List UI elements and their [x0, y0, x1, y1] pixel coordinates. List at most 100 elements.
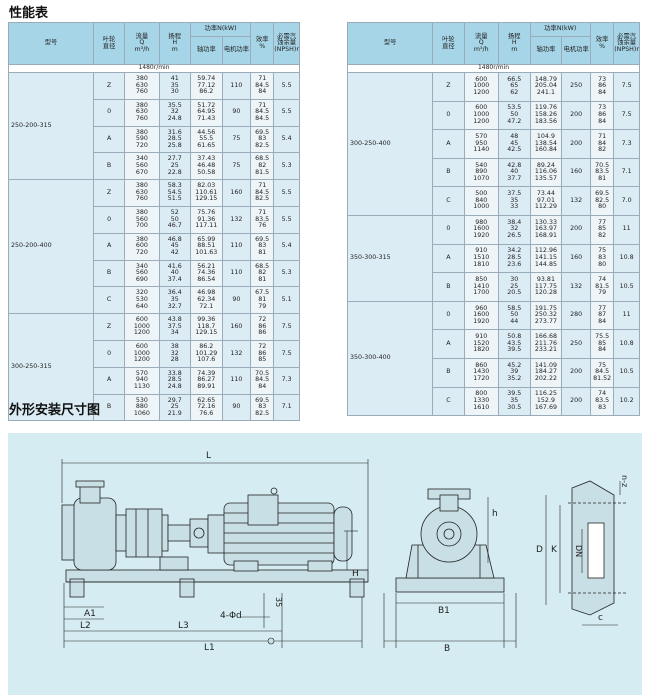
model-cell: 300-250-315: [8, 313, 94, 422]
npsh-cell: 5.4: [273, 125, 300, 154]
speed-row: 1480r/min: [8, 64, 300, 73]
model-cell: 250-200-315: [8, 71, 94, 181]
th-efficiency: 效率%: [250, 22, 275, 65]
motor-power-cell: 132: [561, 186, 591, 216]
model-cell: 250-200-400: [8, 179, 94, 315]
th-impeller: 叶轮直径: [432, 22, 465, 65]
dim-H: H: [352, 569, 359, 579]
dim-B: B: [444, 644, 451, 654]
npsh-cell: 10.8: [613, 329, 640, 359]
npsh-cell: 5.5: [273, 205, 300, 234]
npsh-cell: 7.5: [613, 72, 640, 102]
npsh-cell: 7.5: [273, 313, 300, 341]
npsh-cell: 10.5: [613, 272, 640, 302]
impeller-cell: Z: [92, 179, 126, 207]
th-model: 型号: [346, 22, 434, 65]
motor-power-cell: 280: [561, 300, 591, 331]
installation-drawing-title: 外形安装尺寸图: [9, 403, 101, 418]
installation-dimension-drawing: L H A1 L2 L3 L1 4-Φd 35 h n-z D K DN B1 …: [8, 433, 642, 695]
th-npsh: 必需汽蚀余量(NPSH)r: [613, 22, 640, 65]
dim-35: 35: [274, 597, 283, 608]
th-motor-power: 电机功率: [561, 36, 591, 65]
motor-power-cell: 132: [561, 272, 591, 302]
npsh-cell: 7.5: [613, 100, 640, 131]
model-cell: 350-300-400: [346, 300, 434, 417]
impeller-cell: A: [92, 366, 126, 395]
motor-power-cell: 110: [221, 366, 252, 395]
flange-section-view: [545, 480, 628, 626]
pump-front-view: [383, 488, 517, 648]
npsh-cell: 7.0: [613, 186, 640, 216]
motor-power-cell: 75: [221, 152, 252, 181]
motor-power-cell: 200: [561, 386, 591, 417]
dim-B1: B1: [438, 606, 450, 616]
motor-side-view: [207, 487, 353, 572]
impeller-cell: Z: [92, 313, 126, 341]
npsh-cell: 10.5: [613, 357, 640, 388]
impeller-cell: Z: [92, 72, 126, 100]
npsh-cell: 11: [613, 300, 640, 331]
motor-power-cell: 90: [221, 393, 252, 422]
impeller-cell: C: [92, 286, 126, 315]
motor-power-cell: 110: [221, 259, 252, 288]
th-power: 功率N(kW): [529, 22, 592, 37]
motor-power-cell: 90: [221, 286, 252, 315]
baseplate: [65, 569, 369, 598]
impeller-cell: Z: [432, 72, 465, 102]
npsh-cell: 7.1: [273, 393, 300, 422]
motor-power-cell: 132: [221, 339, 252, 368]
